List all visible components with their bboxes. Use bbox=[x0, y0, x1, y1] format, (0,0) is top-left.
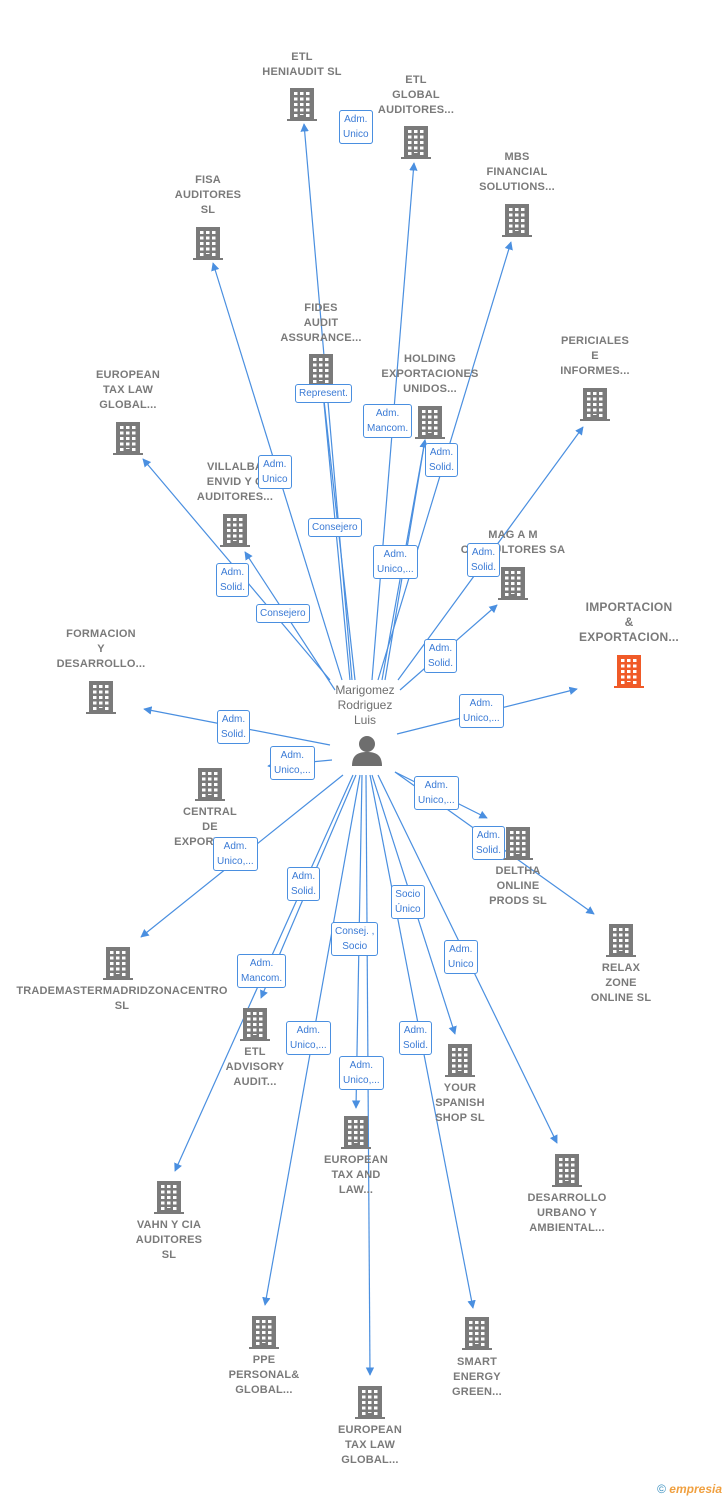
footer-brand: © empresia bbox=[657, 1482, 722, 1496]
relation-label[interactable]: Adm. Unico bbox=[258, 455, 292, 489]
smart-energy-building-icon[interactable] bbox=[462, 1317, 492, 1350]
relation-label[interactable]: Consej. , Socio bbox=[331, 922, 379, 956]
company-label-holding[interactable]: HOLDING EXPORTACIONES UNIDOS... bbox=[381, 353, 479, 395]
desarrollo-urbano-building-icon[interactable] bbox=[552, 1154, 582, 1187]
company-label-periciales[interactable]: PERICIALES E INFORMES... bbox=[560, 335, 630, 377]
relation-label[interactable]: Adm. Unico bbox=[444, 940, 478, 974]
relation-label[interactable]: Adm. Unico,... bbox=[213, 837, 258, 871]
etl-advisory-building-icon[interactable] bbox=[240, 1008, 270, 1041]
relation-label[interactable]: Adm. Unico bbox=[339, 110, 373, 144]
formacion-building-icon[interactable] bbox=[86, 681, 116, 714]
relation-label[interactable]: Adm. Unico,... bbox=[373, 545, 418, 579]
deltha-building-icon[interactable] bbox=[503, 827, 533, 860]
relation-label[interactable]: Socio Único bbox=[391, 885, 425, 919]
fisa-building-icon[interactable] bbox=[193, 227, 223, 260]
mbs-building-icon[interactable] bbox=[502, 204, 532, 237]
company-label-european-tax-and-law[interactable]: EUROPEAN TAX AND LAW... bbox=[324, 1154, 388, 1196]
company-label-relax[interactable]: RELAX ZONE ONLINE SL bbox=[590, 962, 652, 1004]
relation-label[interactable]: Adm. Solid. bbox=[287, 867, 321, 901]
company-label-fisa[interactable]: FISA AUDITORES SL bbox=[174, 174, 242, 216]
relation-label[interactable]: Adm. Unico,... bbox=[459, 694, 504, 728]
relation-label[interactable]: Adm. Solid. bbox=[216, 563, 250, 597]
person-name[interactable]: Marigomez Rodriguez Luis bbox=[335, 683, 395, 727]
your-spanish-building-icon[interactable] bbox=[445, 1044, 475, 1077]
relation-label[interactable]: Adm. Unico,... bbox=[339, 1056, 384, 1090]
ppe-building-icon[interactable] bbox=[249, 1316, 279, 1349]
relation-label[interactable]: Consejero bbox=[308, 518, 362, 537]
vahn-building-icon[interactable] bbox=[154, 1181, 184, 1214]
relation-label[interactable]: Adm. Solid. bbox=[472, 826, 506, 860]
company-label-trademaster[interactable]: TRADEMASTERMADRIDZONACENTRO SL bbox=[16, 985, 228, 1012]
european-tax-law-global-2-building-icon[interactable] bbox=[355, 1386, 385, 1419]
central-building-icon[interactable] bbox=[195, 768, 225, 801]
relation-label[interactable]: Adm. Solid. bbox=[425, 443, 459, 477]
company-label-vahn[interactable]: VAHN Y CIA AUDITORES SL bbox=[135, 1219, 203, 1261]
company-label-smart-energy[interactable]: SMART ENERGY GREEN... bbox=[452, 1356, 502, 1398]
magam-building-icon[interactable] bbox=[498, 567, 528, 600]
relation-label[interactable]: Adm. Solid. bbox=[467, 543, 501, 577]
company-label-your-spanish[interactable]: YOUR SPANISH SHOP SL bbox=[435, 1082, 485, 1124]
company-label-deltha[interactable]: DELTHA ONLINE PRODS SL bbox=[489, 865, 547, 907]
company-label-ppe[interactable]: PPE PERSONAL& GLOBAL... bbox=[228, 1354, 300, 1396]
villalba-building-icon[interactable] bbox=[220, 514, 250, 547]
company-label-desarrollo-urbano[interactable]: DESARROLLO URBANO Y AMBIENTAL... bbox=[527, 1192, 607, 1234]
relation-label[interactable]: Adm. Mancom. bbox=[237, 954, 287, 988]
etl-global-building-icon[interactable] bbox=[401, 126, 431, 159]
etl-heniaudit-building-icon[interactable] bbox=[287, 88, 317, 121]
company-label-european-tax-law-global-2[interactable]: EUROPEAN TAX LAW GLOBAL... bbox=[338, 1424, 402, 1466]
relation-label[interactable]: Adm. Solid. bbox=[424, 639, 458, 673]
european-tax-and-law-building-icon[interactable] bbox=[341, 1116, 371, 1149]
relation-label[interactable]: Adm. Unico,... bbox=[270, 746, 315, 780]
relation-label[interactable]: Adm. Solid. bbox=[217, 710, 251, 744]
relation-label[interactable]: Adm. Unico,... bbox=[286, 1021, 331, 1055]
relation-label[interactable]: Adm. Solid. bbox=[399, 1021, 433, 1055]
copyright-symbol: © bbox=[657, 1482, 666, 1496]
company-label-villalba[interactable]: VILLALBA ENVID Y C AUDITORES... bbox=[196, 461, 274, 503]
relation-label[interactable]: Adm. Mancom. bbox=[363, 404, 413, 438]
relation-label[interactable]: Consejero bbox=[256, 604, 310, 623]
importacion-building-icon[interactable] bbox=[614, 655, 644, 688]
fides-building-icon[interactable] bbox=[306, 354, 336, 387]
relation-label[interactable]: Represent. bbox=[295, 384, 352, 403]
brand-initial: e bbox=[669, 1482, 676, 1496]
company-label-central[interactable]: CENTRAL DE EXPORTAC... bbox=[174, 806, 246, 848]
company-label-etl-global[interactable]: ETL GLOBAL AUDITORES... bbox=[377, 74, 455, 116]
company-label-formacion[interactable]: FORMACION Y DESARROLLO... bbox=[56, 628, 146, 670]
relation-label[interactable]: Adm. Unico,... bbox=[414, 776, 459, 810]
company-label-european-tax-law-global-1[interactable]: EUROPEAN TAX LAW GLOBAL... bbox=[96, 369, 160, 411]
company-label-mbs[interactable]: MBS FINANCIAL SOLUTIONS... bbox=[479, 151, 555, 193]
relax-building-icon[interactable] bbox=[606, 924, 636, 957]
holding-building-icon[interactable] bbox=[415, 406, 445, 439]
person-icon[interactable] bbox=[352, 736, 382, 766]
european-tax-law-global-1-building-icon[interactable] bbox=[113, 422, 143, 455]
company-label-etl-heniaudit[interactable]: ETL HENIAUDIT SL bbox=[262, 51, 342, 78]
periciales-building-icon[interactable] bbox=[580, 388, 610, 421]
company-label-fides[interactable]: FIDES AUDIT ASSURANCE... bbox=[280, 302, 362, 344]
brand-name: mpresia bbox=[675, 1482, 722, 1496]
company-label-importacion[interactable]: IMPORTACION & EXPORTACION... bbox=[579, 600, 679, 644]
company-label-etl-advisory[interactable]: ETL ADVISORY AUDIT... bbox=[225, 1046, 285, 1088]
trademaster-building-icon[interactable] bbox=[103, 947, 133, 980]
